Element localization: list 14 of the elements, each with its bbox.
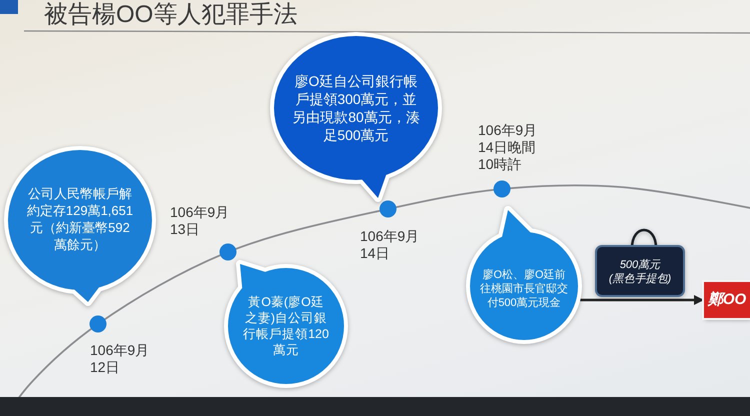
slide-title: 被告楊OO等人犯罪手法 (44, 1, 298, 29)
bubble-text: 廖O松、廖O廷前往桃園市長官邸交付500萬元現金 (480, 268, 568, 310)
date-label: 106年9月14日 (360, 228, 420, 262)
bubble-text: 公司人民幣帳戶解約定存129萬1,651元（約新臺幣592萬餘元） (26, 186, 134, 254)
bubble-text: 黃O蓁(廖O廷之妻)自公司銀行帳戶提領120萬元 (242, 294, 330, 358)
arrow (580, 295, 704, 305)
date-label: 106年9月12日 (90, 342, 150, 376)
bag-text: 500萬元 (620, 258, 660, 272)
date-label: 106年9月13日 (170, 204, 230, 238)
bubble-text: 廖O廷自公司銀行帳戶提領300萬元，並另由現款80萬元，湊足500萬元 (292, 72, 420, 144)
person-name: 鄭OO (708, 290, 746, 310)
bag-text: (黑色手提包) (608, 272, 672, 286)
name-tag (704, 282, 750, 318)
date-label: 106年9月14日晚間10時許 (478, 122, 538, 172)
